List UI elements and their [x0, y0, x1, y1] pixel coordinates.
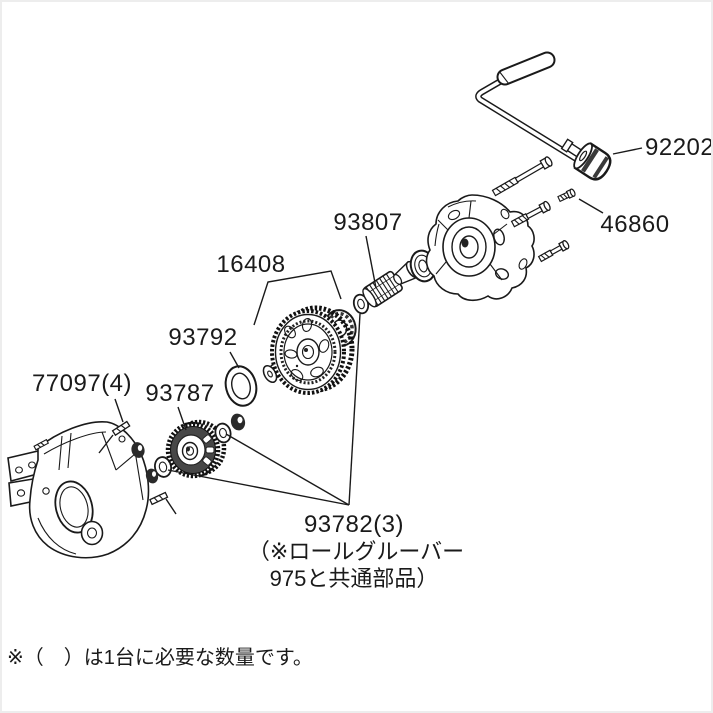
label-46860: 46860 — [600, 211, 669, 238]
leader-93807 — [365, 235, 377, 289]
quantity-footnote: ※（ ）は1台に必要な数量です。 — [7, 646, 313, 669]
roll-pin-2 — [149, 491, 169, 506]
handle-knob — [560, 138, 612, 181]
washer-93792 — [224, 365, 258, 407]
pin-1-axis-line — [98, 434, 114, 454]
leader-77097 — [114, 398, 124, 423]
leader-92202 — [612, 147, 643, 155]
leader-bracket-16408 — [253, 270, 342, 326]
label-93782-note-line1: （※ロールグルーバー — [248, 539, 464, 564]
label-93787: 93787 — [145, 380, 214, 407]
gear-housing-right — [425, 194, 535, 302]
label-16408: 16408 — [216, 251, 285, 278]
clutch-gear-93787 — [165, 419, 227, 479]
label-77097: 77097(4) — [32, 370, 132, 397]
cup-piece-c — [230, 413, 246, 431]
washer-93782-a — [154, 456, 172, 478]
label-93782-note-line2: 975と共通部品） — [270, 566, 439, 591]
screw-2 — [510, 200, 551, 228]
leader-93782-a — [225, 433, 350, 506]
label-92202: 92202 — [645, 134, 713, 161]
gearbox-housing-left — [7, 421, 150, 559]
cup-piece-a — [131, 442, 145, 458]
washer-93782-b — [214, 422, 232, 444]
label-93807: 93807 — [333, 209, 402, 236]
leader-93787 — [177, 406, 187, 431]
leader-93782-c — [348, 313, 361, 506]
leader-93782-b — [167, 469, 350, 506]
roll-pin-1 — [111, 420, 131, 437]
cup-piece-b — [145, 468, 159, 484]
screw-3 — [537, 240, 570, 263]
leader-46860 — [578, 198, 604, 214]
label-93782: 93782(3) — [304, 511, 404, 538]
screw-1 — [491, 156, 553, 197]
set-screw-46860 — [557, 188, 576, 203]
leader-lines — [114, 147, 643, 506]
main-gear-16408 — [270, 305, 355, 395]
leader-93792 — [229, 351, 240, 369]
label-93792: 93792 — [168, 324, 237, 351]
pin-2-axis-line — [165, 498, 177, 515]
crank-handle — [475, 51, 590, 169]
